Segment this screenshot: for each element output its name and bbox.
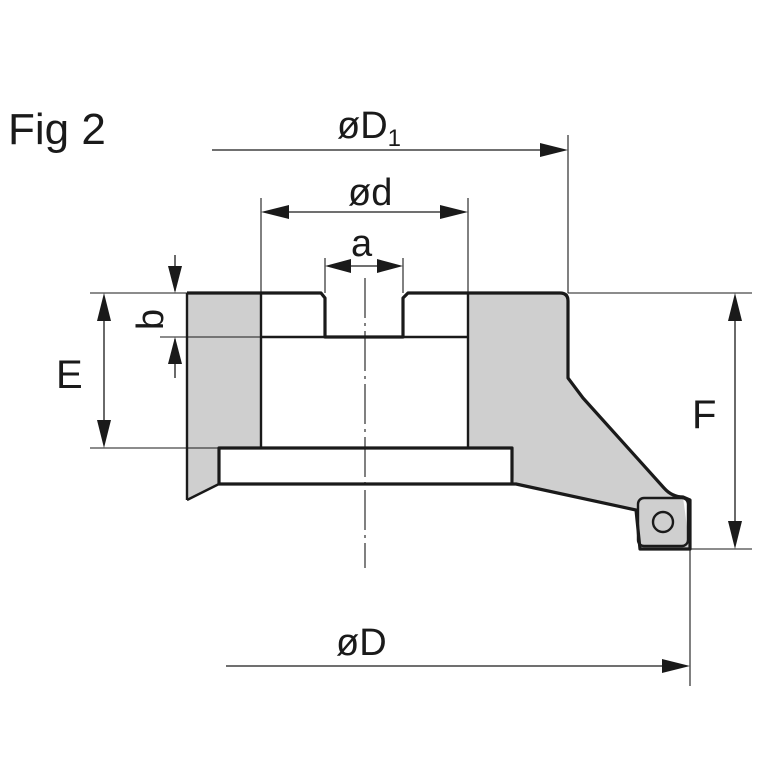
dimension-E: E [56, 292, 219, 449]
figure-title: Fig 2 [8, 105, 106, 154]
dimension-a: a [324, 223, 404, 293]
dimension-F: F [568, 292, 752, 550]
section-shading [187, 293, 690, 549]
dimension-d: ød [260, 172, 469, 293]
dimension-b: b [130, 255, 261, 378]
dimension-D1: øD1 [212, 105, 569, 293]
label-D: øD [336, 622, 387, 664]
left-wall-section [187, 293, 261, 500]
dimension-D: øD [226, 549, 691, 686]
label-D1-main: øD [337, 105, 388, 147]
label-F: F [692, 393, 716, 437]
insert [636, 496, 690, 548]
label-D1-subscript: 1 [388, 125, 401, 152]
label-E: E [56, 353, 83, 397]
label-a: a [351, 223, 373, 265]
right-body-section [468, 293, 690, 549]
insert-screw-icon [651, 510, 675, 534]
label-D1: øD1 [337, 105, 401, 152]
label-b: b [130, 309, 172, 330]
label-d: ød [348, 172, 392, 214]
cutter-body-outline [185, 291, 692, 551]
